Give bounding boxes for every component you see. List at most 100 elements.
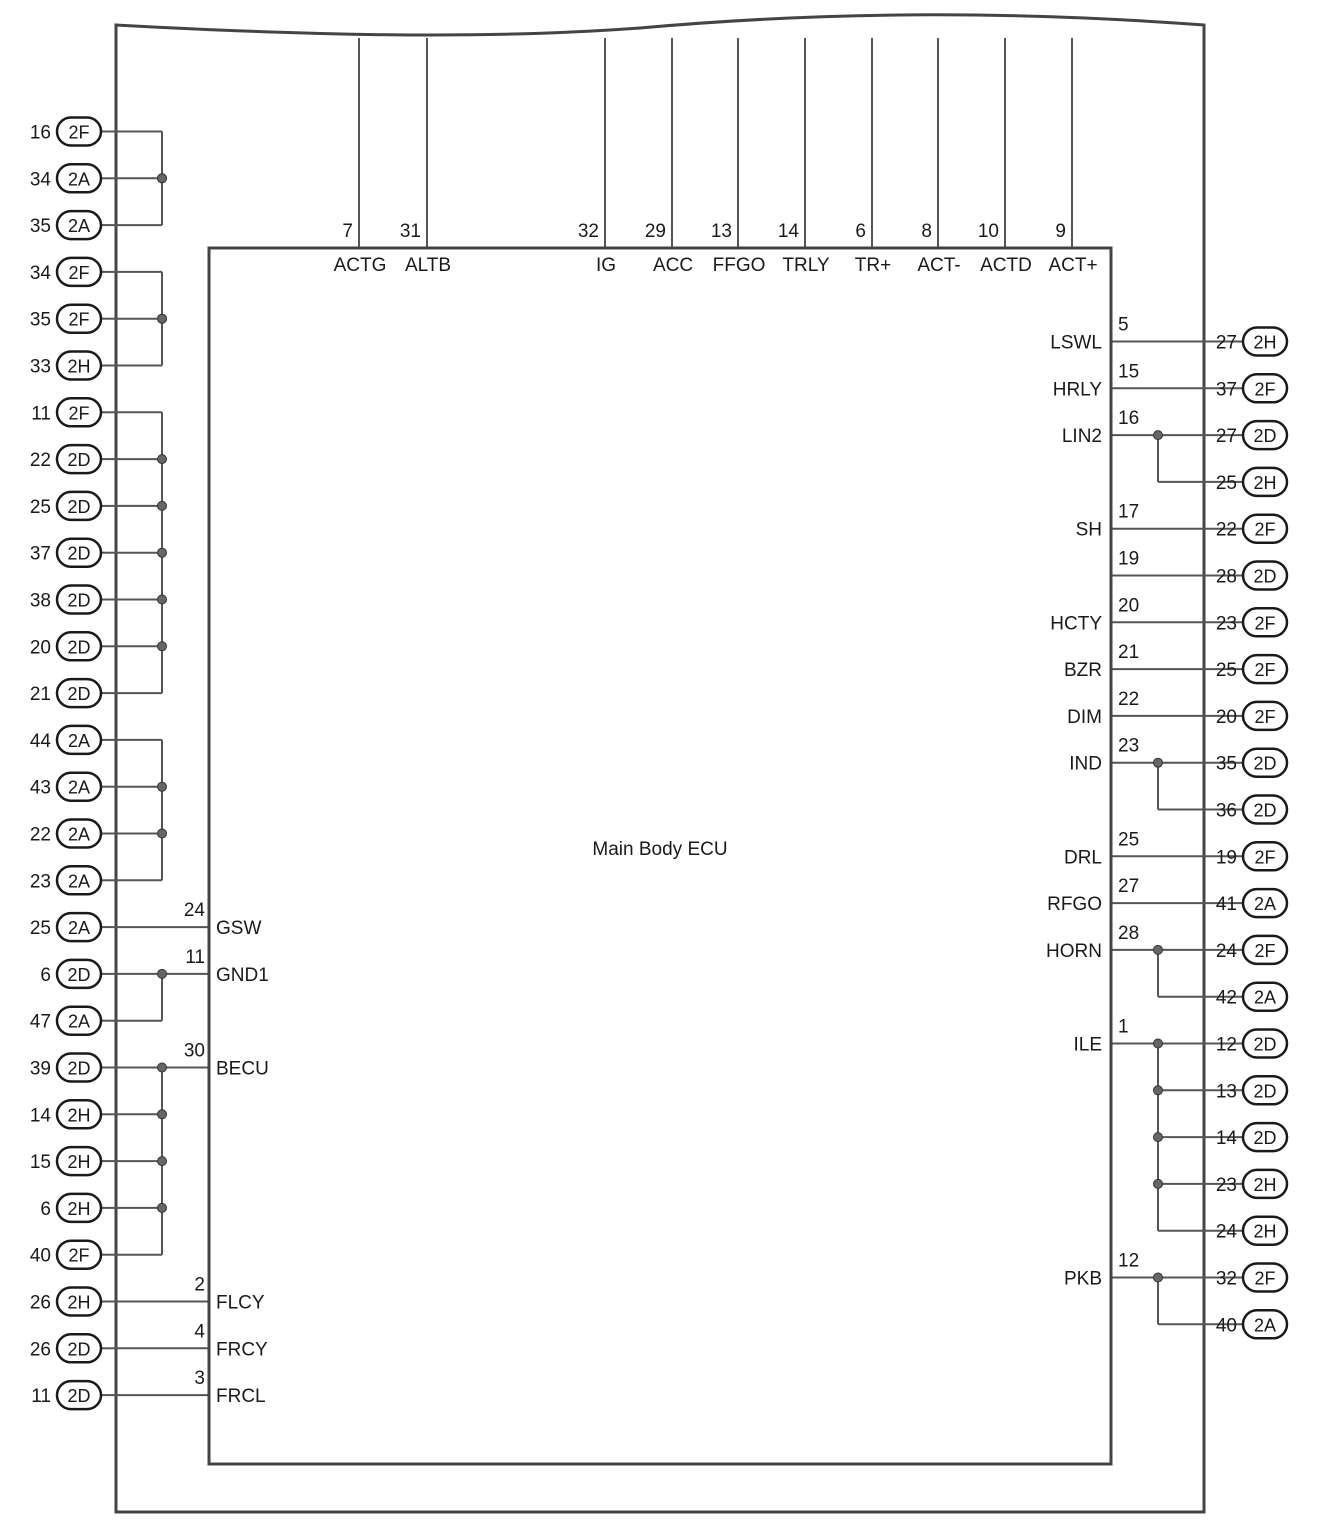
connector-id: 2A xyxy=(68,871,90,891)
right-pin-number: 28 xyxy=(1118,923,1139,944)
ecu-box-border xyxy=(207,246,1113,1466)
connector-badge xyxy=(1241,1262,1289,1293)
splice-dot xyxy=(157,1202,167,1213)
terminal-number: 26 xyxy=(30,1293,51,1314)
splice-dot xyxy=(157,594,167,605)
connector-id: 2D xyxy=(1253,567,1276,587)
terminal-number: 23 xyxy=(30,871,51,892)
top-pin-signal: IG xyxy=(596,255,616,276)
connector-badge xyxy=(55,350,103,381)
right-pin-signal: BZR xyxy=(1064,660,1102,681)
connector-badge xyxy=(1241,747,1289,778)
left-pin-signal: FLCY xyxy=(216,1293,265,1314)
connector-id: 2D xyxy=(1253,426,1276,446)
connector-id: 2A xyxy=(68,169,90,189)
terminal-number: 11 xyxy=(31,403,51,424)
connector-id: 2A xyxy=(1254,894,1276,914)
right-pin-number: 19 xyxy=(1118,549,1139,570)
connector-badge xyxy=(55,865,103,896)
top-pin-number: 13 xyxy=(711,221,732,242)
connector-badge xyxy=(55,911,103,943)
connector-badge xyxy=(55,1192,103,1224)
right-pin-signal: HRLY xyxy=(1053,379,1103,400)
connector-id: 2A xyxy=(68,825,90,845)
right-pin-number: 21 xyxy=(1118,642,1139,663)
splice-dot xyxy=(157,1156,167,1167)
left-pin-number: 11 xyxy=(185,947,205,968)
connector-badge xyxy=(55,1099,103,1130)
connector-badge xyxy=(55,537,103,568)
right-pin-number: 17 xyxy=(1118,502,1139,523)
splice-dot xyxy=(1153,1178,1163,1189)
connector-badge xyxy=(1241,887,1289,919)
right-pin-number: 25 xyxy=(1118,829,1139,850)
right-pin-signal: HCTY xyxy=(1050,613,1102,634)
connector-id: 2F xyxy=(1254,520,1275,540)
splice-dot xyxy=(157,173,167,184)
connector-id: 2D xyxy=(67,1386,90,1406)
terminal-number: 35 xyxy=(30,310,51,331)
terminal-number: 15 xyxy=(30,1152,51,1173)
terminal-number: 14 xyxy=(30,1105,52,1126)
connector-badge xyxy=(55,303,103,334)
top-pin-number: 14 xyxy=(778,221,800,242)
top-pin-number: 6 xyxy=(855,221,866,242)
splice-dot xyxy=(1153,1132,1163,1143)
top-pins: 7ACTG31ALTB32IG29ACC13FFGO14TRLY6TR+8ACT… xyxy=(334,221,1098,276)
connector-badge xyxy=(55,443,103,475)
right-pin-number: 20 xyxy=(1118,595,1139,616)
terminal-number: 28 xyxy=(1216,567,1237,588)
top-pin-number: 29 xyxy=(645,221,666,242)
terminal-number: 25 xyxy=(1216,473,1237,494)
connector-id: 2D xyxy=(67,450,90,470)
splice-dot xyxy=(157,313,167,324)
connector-id: 2D xyxy=(67,637,90,657)
connector-badge xyxy=(1241,419,1289,451)
connector-badge xyxy=(1241,981,1289,1012)
terminal-number: 19 xyxy=(1216,847,1237,868)
connector-badge xyxy=(55,1239,103,1270)
connector-id: 2D xyxy=(67,591,90,611)
right-pin-signal: PKB xyxy=(1064,1269,1102,1290)
terminal-number: 33 xyxy=(30,357,51,378)
connector-badge xyxy=(1241,1075,1289,1106)
left-pin-number: 4 xyxy=(194,1321,205,1342)
splice-dot xyxy=(1153,757,1163,768)
terminal-number: 11 xyxy=(31,1386,51,1407)
right-pin-number: 1 xyxy=(1118,1017,1129,1038)
connector-id: 2H xyxy=(67,1105,90,1125)
top-pin-signal: ACC xyxy=(653,255,693,276)
right-pin-signal: RFGO xyxy=(1047,894,1102,915)
connector-badge xyxy=(1241,1121,1289,1153)
terminal-number: 32 xyxy=(1216,1269,1237,1290)
connector-id: 2A xyxy=(68,778,90,798)
top-pin-signal: ACT+ xyxy=(1048,255,1097,276)
connector-id: 2H xyxy=(67,1199,90,1219)
terminal-number: 23 xyxy=(1216,613,1237,634)
connector-id: 2H xyxy=(67,1152,90,1172)
left-terminal: 15 2H xyxy=(30,1145,103,1177)
connector-id: 2A xyxy=(68,1012,90,1032)
connector-badge xyxy=(55,677,103,709)
top-pin-signal: ACTG xyxy=(334,255,387,276)
